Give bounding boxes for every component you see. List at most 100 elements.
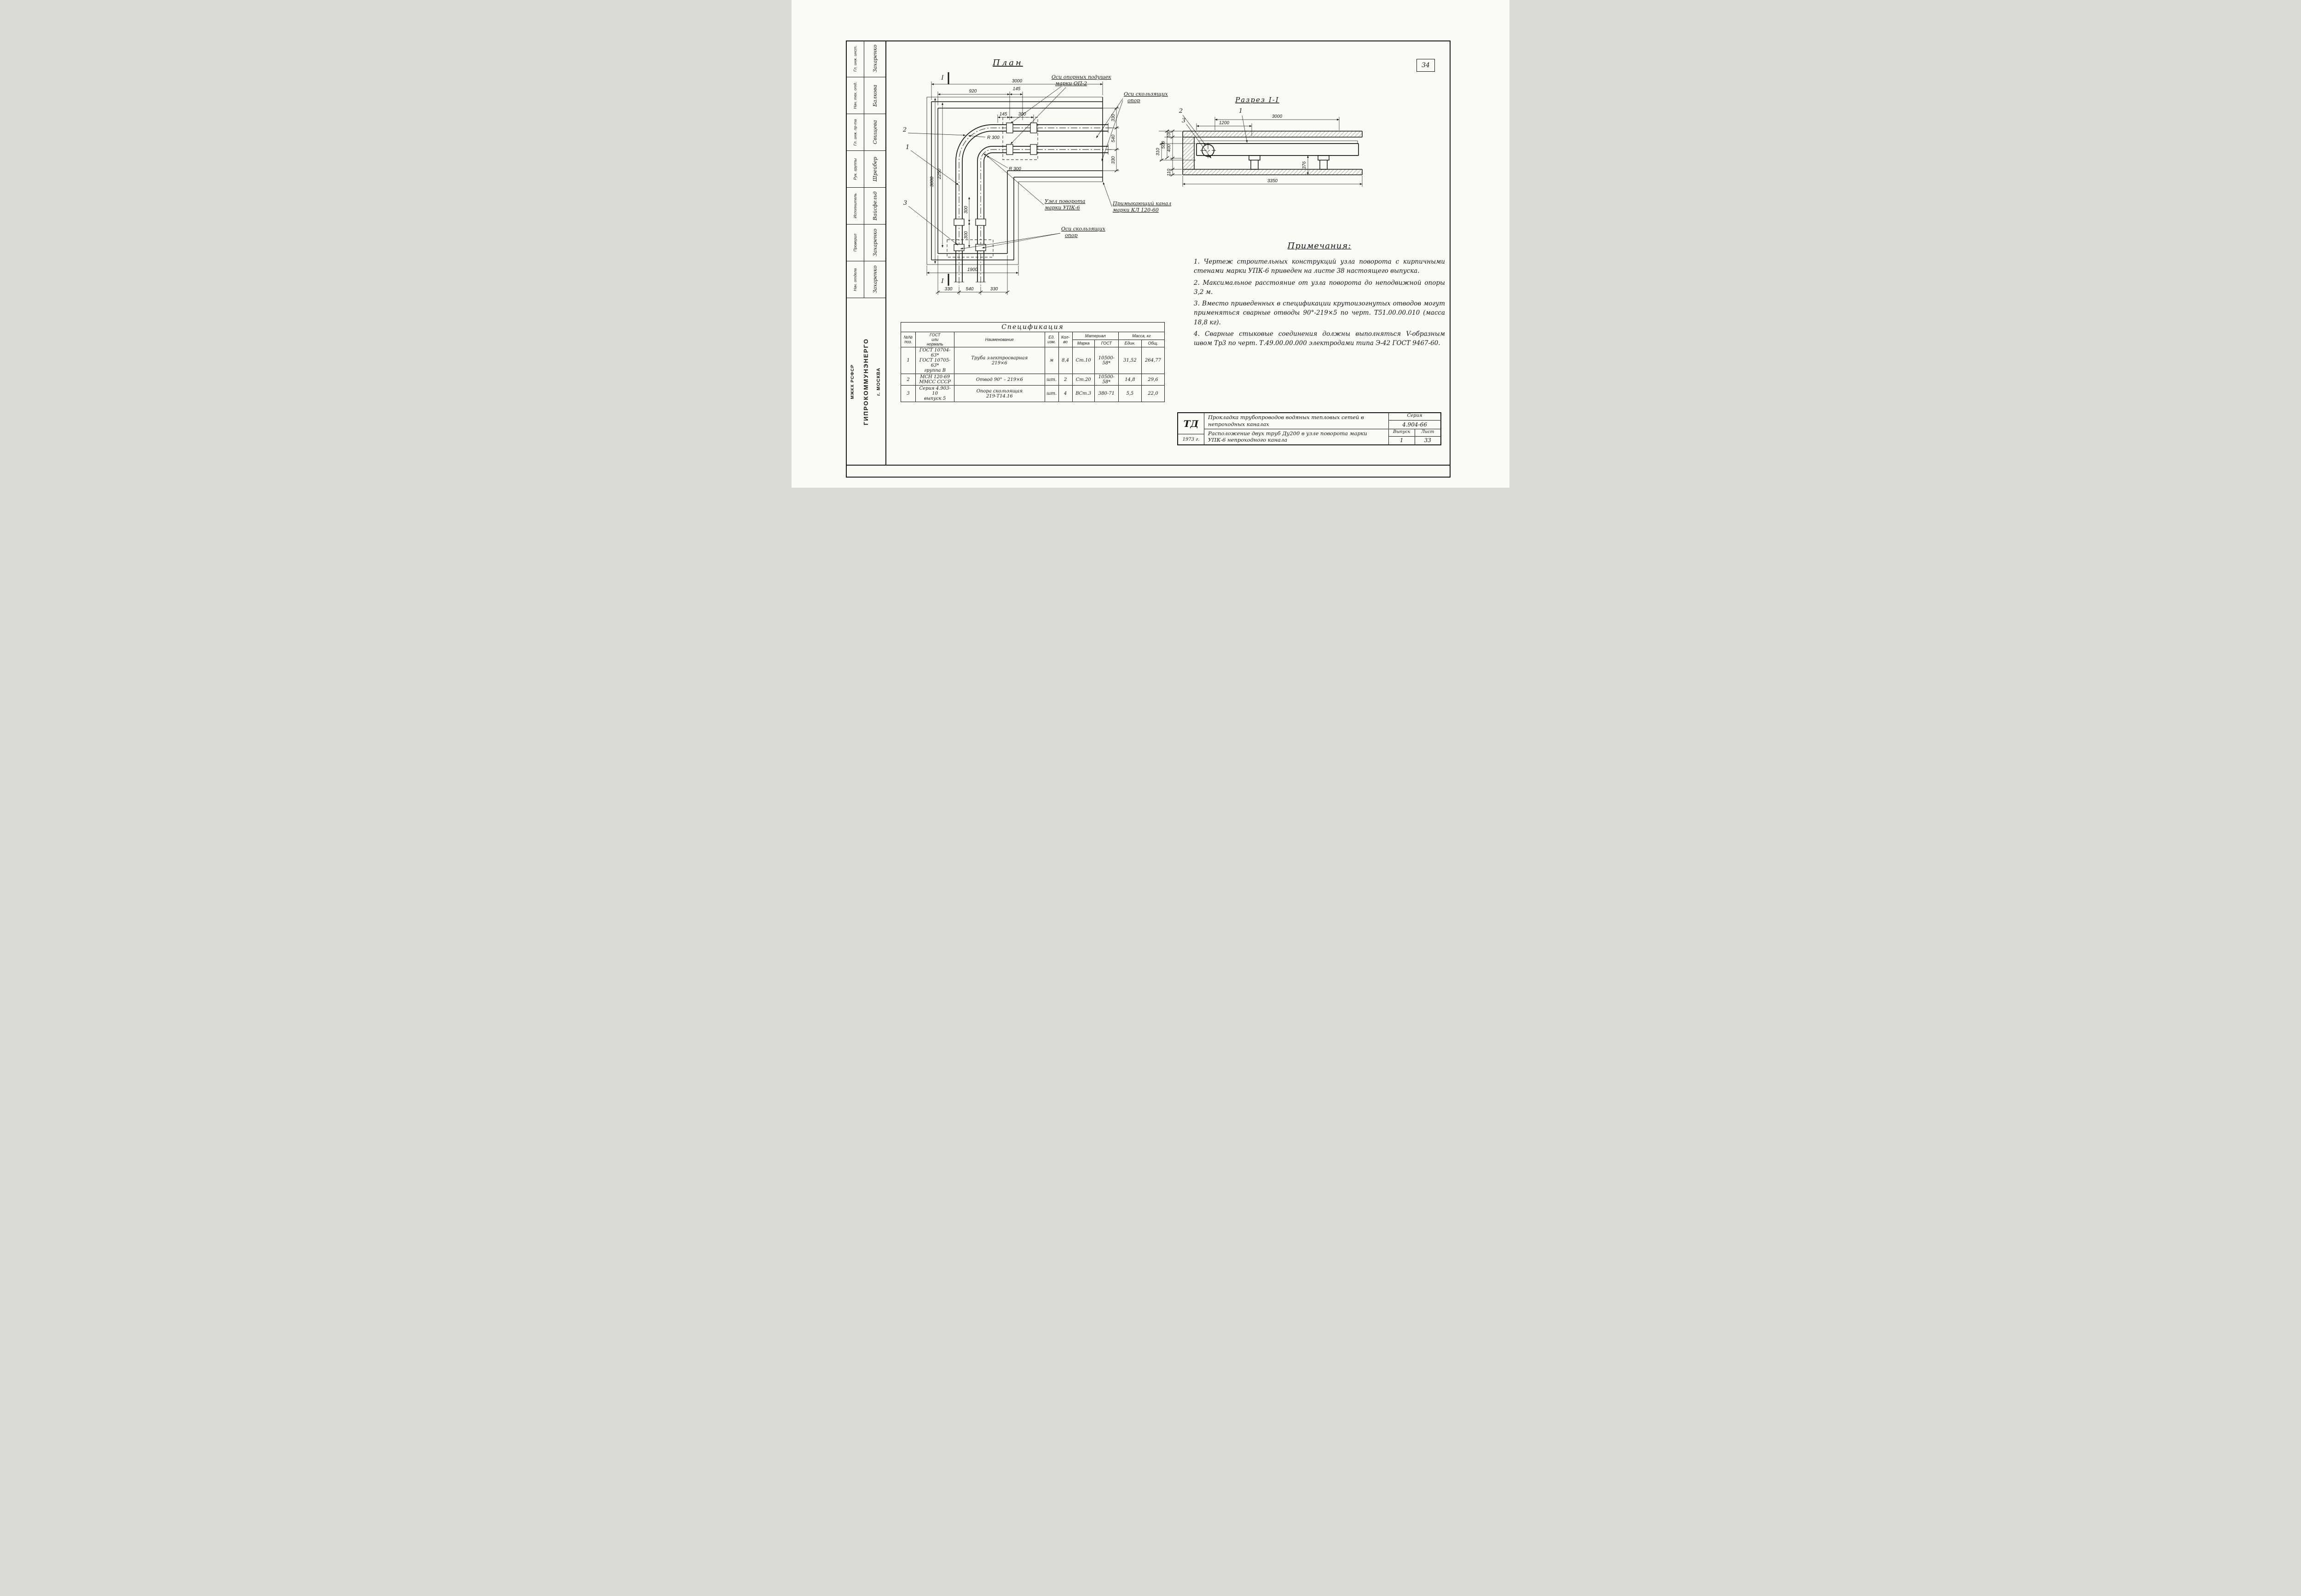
svg-text:145: 145	[1000, 112, 1007, 117]
col-material: Материал	[1072, 332, 1119, 340]
svg-text:2250: 2250	[937, 168, 942, 179]
plan-callout-3: 3	[903, 200, 907, 207]
svg-text:3000: 3000	[1272, 114, 1283, 119]
section-mark-bottom: I	[941, 278, 944, 285]
svg-text:330: 330	[1111, 114, 1116, 121]
stamp-name: Вайсфельд	[864, 188, 885, 225]
stamp-name: Захаренко	[864, 261, 885, 298]
svg-text:марки КЛ 120-60: марки КЛ 120-60	[1113, 207, 1159, 213]
list-label: Лист	[1415, 429, 1440, 437]
svg-text:3000: 3000	[930, 176, 935, 187]
table-row: 2 МСН 120-69 ММСС СССР Отвод 90° – 219×6…	[900, 374, 1165, 386]
svg-text:R 300: R 300	[987, 135, 1000, 140]
svg-text:330: 330	[945, 287, 953, 292]
year: 1973 г.	[1182, 437, 1200, 442]
issue-label: Выпуск	[1389, 429, 1415, 437]
section-circle-centerlines	[1200, 143, 1216, 158]
svg-text:330: 330	[990, 287, 998, 292]
notes-block: Примечания: 1. Чертеж строительных конст…	[1194, 241, 1445, 350]
org-ministry: МЖКХ РСФСР	[850, 364, 855, 399]
drawing-field: План Разрез I-I	[902, 58, 1363, 295]
svg-text:опор: опор	[1065, 232, 1077, 238]
plan-callout-1: 1	[906, 144, 909, 151]
plan-dimensions: 3000 920 145 145 300 R 300 R 300 330 540	[926, 79, 1119, 295]
stamp-role: Нач. отдела	[846, 261, 864, 298]
plan-channel-walls	[931, 97, 1103, 260]
svg-text:145: 145	[1013, 86, 1021, 92]
label-sliding-axes-bottom: Оси скользящих	[1061, 226, 1105, 232]
series-label: Серия	[1389, 413, 1440, 421]
sheet-title: Расположение двух труб Ду200 в узле пово…	[1208, 430, 1367, 444]
svg-text:300: 300	[964, 231, 969, 239]
note-item: 2. Максимальное расстояние от узла повор…	[1194, 279, 1445, 296]
col-pos: №№ поз.	[900, 332, 916, 347]
label-support-pads-axes: Оси опорных подушек	[1052, 74, 1111, 80]
project-title: Прокладка трубопроводов водяных тепловых…	[1204, 413, 1388, 429]
signature-grid: Гл. инж. инст. Захаренко Нач. тех. отд. …	[846, 40, 885, 298]
svg-text:марки ОП-2: марки ОП-2	[1055, 81, 1087, 86]
specification-title: Спецификация	[901, 322, 1165, 332]
specification: Спецификация №№ поз. ГОСТ или нормаль На…	[900, 322, 1165, 402]
svg-text:400: 400	[1167, 144, 1172, 152]
svg-text:3350: 3350	[1267, 179, 1278, 184]
plan-title: План	[992, 58, 1023, 68]
stamp-role: Рук. группы	[846, 151, 864, 188]
org-code: ТД	[1178, 413, 1204, 434]
section-view: 3000 1200 3350 100 400 500 310 110 376 2…	[1156, 108, 1363, 187]
col-qty: Кол- во	[1058, 332, 1073, 347]
plan-support-pads	[947, 117, 1038, 258]
drawing-sheet: 34 Гл. инж. инст. Захаренко Нач. тех. от…	[792, 0, 1509, 488]
page-number: 34	[1416, 59, 1435, 72]
svg-text:3000: 3000	[1012, 79, 1023, 84]
svg-text:500: 500	[1161, 141, 1166, 149]
table-row: 3 Серия 4.903-10 выпуск 5 Опора скользящ…	[900, 385, 1165, 402]
org-institute: ГИПРОКОММУНЭНЕРГО	[862, 338, 869, 426]
section-mark-top: I	[941, 75, 944, 81]
label-sliding-axes-top: Оси скользящих	[1124, 91, 1168, 97]
stamp-name: Свищева	[864, 114, 885, 151]
section-rear-pipe	[1199, 140, 1358, 144]
sheet-frame	[846, 40, 1451, 466]
plan-callout-2: 2	[902, 127, 907, 133]
section-callout-3: 3	[1182, 117, 1185, 124]
org-city: г. МОСКВА	[876, 368, 882, 396]
section-structure	[1182, 131, 1363, 175]
col-mass: Масса, кг	[1118, 332, 1165, 340]
svg-text:540: 540	[966, 287, 974, 292]
col-mgost: ГОСТ	[1094, 339, 1119, 347]
title-block-left: ТД 1973 г.	[1178, 413, 1204, 444]
plan-pipes	[955, 124, 1108, 282]
svg-text:376: 376	[1302, 161, 1307, 169]
stamp-name: Захаренко	[864, 40, 885, 77]
stamp-role: Исполнитель	[846, 188, 864, 225]
note-item: 3. Вместо приведенных в спецификации кру…	[1194, 300, 1445, 326]
sheet-bottom-band	[846, 466, 1451, 478]
col-gost: ГОСТ или нормаль	[915, 332, 955, 347]
list-cell: Лист 33	[1415, 429, 1440, 445]
section-callout-2: 2	[1179, 108, 1183, 115]
plan-labels: Оси опорных подушек марки ОП-2 Оси сколь…	[902, 74, 1171, 250]
svg-text:опор: опор	[1127, 98, 1140, 104]
series-value: 4.904-66	[1402, 421, 1427, 428]
label-adjacent-channel: Примыкающий канал	[1112, 201, 1171, 207]
stamp-role: Гл. инж. инст.	[846, 40, 864, 77]
list-value: 33	[1424, 437, 1431, 444]
svg-text:1200: 1200	[1219, 121, 1230, 126]
label-turn-node: Узел поворота	[1045, 198, 1085, 204]
plan-view: I I 3000 920 145 145 300 R 300 R 300	[926, 72, 1119, 295]
svg-text:540: 540	[1111, 134, 1116, 142]
svg-text:300: 300	[1018, 112, 1026, 117]
section-front-pipe	[1196, 143, 1359, 156]
issue-value: 1	[1399, 437, 1404, 444]
section-top-slab-hatch	[1183, 131, 1362, 137]
side-stamp: Гл. инж. инст. Захаренко Нач. тех. отд. …	[846, 40, 886, 466]
col-name: Наименование	[954, 332, 1045, 347]
title-block-center: Прокладка трубопроводов водяных тепловых…	[1204, 413, 1389, 444]
svg-text:330: 330	[1111, 156, 1116, 164]
note-item: 4. Сварные стыковые соединения должны вы…	[1194, 330, 1445, 347]
plan-pipe-centerlines	[959, 127, 1112, 286]
issue-cell: Выпуск 1	[1389, 429, 1415, 444]
table-row: 1 ГОСТ 10704-63* ГОСТ 10705-63* группа В…	[900, 347, 1165, 374]
title-block-right: Серия 4.904-66 Выпуск 1 Лист 33	[1389, 413, 1440, 444]
note-item: 1. Чертеж строительных конструкций узла …	[1194, 258, 1445, 275]
